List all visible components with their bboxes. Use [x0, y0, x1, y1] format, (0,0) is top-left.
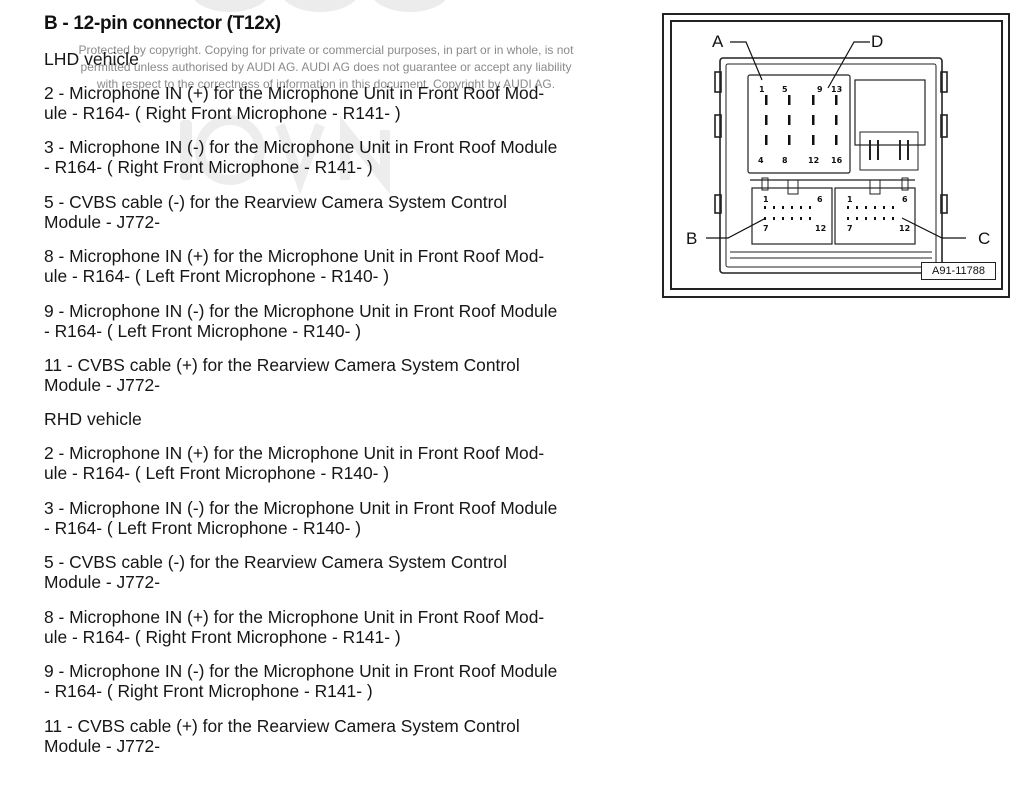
list-item: 2 - Microphone IN (+) for the Microphone… [44, 83, 624, 123]
item-line: 11 - CVBS cable (+) for the Rearview Cam… [44, 716, 520, 736]
item-line: - R164- ( Left Front Microphone - R140- … [44, 518, 362, 538]
list-item: 9 - Microphone IN (-) for the Microphone… [44, 661, 624, 701]
item-line: ule - R164- ( Left Front Microphone - R1… [44, 266, 390, 286]
item-line: ule - R164- ( Left Front Microphone - R1… [44, 463, 390, 483]
item-line: 8 - Microphone IN (+) for the Microphone… [44, 246, 545, 266]
rhd-heading: RHD vehicle [44, 409, 142, 429]
item-line: ule - R164- ( Right Front Microphone - R… [44, 627, 401, 647]
item-line: 5 - CVBS cable (-) for the Rearview Came… [44, 192, 507, 212]
pin-label: 5 [782, 85, 788, 94]
copyright-line: permitted unless authorised by AUDI AG. … [80, 60, 572, 74]
pin-label: 1 [847, 195, 853, 204]
item-line: 11 - CVBS cable (+) for the Rearview Cam… [44, 355, 520, 375]
connector-title: B - 12-pin connector (T12x) [44, 13, 281, 34]
copyright-notice: Protected by copyright. Copying for priv… [46, 42, 606, 93]
list-item: 3 - Microphone IN (-) for the Microphone… [44, 498, 624, 538]
item-line: Module - J772- [44, 375, 160, 395]
item-line: - R164- ( Right Front Microphone - R141-… [44, 157, 373, 177]
list-item: 3 - Microphone IN (-) for the Microphone… [44, 137, 624, 177]
callout-d-label: D [871, 32, 884, 51]
figure-outer-frame [662, 13, 1010, 298]
connector-diagram: 1 5 9 13 4 8 12 16 1 6 7 12 1 6 7 12 [706, 41, 966, 274]
item-line: 8 - Microphone IN (+) for the Microphone… [44, 607, 545, 627]
item-line: - R164- ( Left Front Microphone - R140- … [44, 321, 362, 341]
list-item: 2 - Microphone IN (+) for the Microphone… [44, 443, 624, 483]
pin-label: 12 [899, 224, 910, 233]
callout-a-label: A [712, 32, 724, 51]
pin-label: 16 [831, 156, 843, 165]
list-item: 5 - CVBS cable (-) for the Rearview Came… [44, 192, 624, 232]
item-line: ule - R164- ( Right Front Microphone - R… [44, 103, 401, 123]
list-item: 11 - CVBS cable (+) for the Rearview Cam… [44, 355, 624, 395]
pin-label: 4 [758, 156, 764, 165]
watermark-logo-icon [180, 0, 446, 195]
copyright-line: with respect to the correctness of infor… [96, 77, 556, 91]
pin-label: 7 [847, 224, 853, 233]
list-item: 11 - CVBS cable (+) for the Rearview Cam… [44, 716, 624, 756]
item-line: 5 - CVBS cable (-) for the Rearview Came… [44, 552, 507, 572]
list-item: 5 - CVBS cable (-) for the Rearview Came… [44, 552, 624, 592]
lhd-heading: LHD vehicle [44, 49, 139, 69]
pin-label: 12 [808, 156, 819, 165]
pin-label: 13 [831, 85, 842, 94]
list-item: 8 - Microphone IN (+) for the Microphone… [44, 246, 624, 286]
pin-label: 1 [763, 195, 769, 204]
item-line: 9 - Microphone IN (-) for the Microphone… [44, 661, 558, 681]
pin-label: 8 [782, 156, 788, 165]
item-line: Module - J772- [44, 736, 160, 756]
figure-reference-label: A91-11788 [921, 262, 996, 280]
item-line: - R164- ( Right Front Microphone - R141-… [44, 681, 373, 701]
pin-label: 6 [817, 195, 823, 204]
item-line: Module - J772- [44, 572, 160, 592]
pin-label: 1 [759, 85, 765, 94]
callout-b-label: B [686, 229, 698, 248]
figure-inner-frame [670, 20, 1003, 290]
pin-label: 9 [817, 85, 823, 94]
item-line: 3 - Microphone IN (-) for the Microphone… [44, 137, 558, 157]
pin-label: 6 [902, 195, 908, 204]
pin-label: 12 [815, 224, 826, 233]
callout-c-label: C [978, 229, 991, 248]
item-line: Module - J772- [44, 212, 160, 232]
pin-label: 7 [763, 224, 769, 233]
list-item: 9 - Microphone IN (-) for the Microphone… [44, 301, 624, 341]
item-line: 3 - Microphone IN (-) for the Microphone… [44, 498, 558, 518]
item-line: 2 - Microphone IN (+) for the Microphone… [44, 83, 545, 103]
item-line: 9 - Microphone IN (-) for the Microphone… [44, 301, 558, 321]
item-line: 2 - Microphone IN (+) for the Microphone… [44, 443, 545, 463]
list-item: 8 - Microphone IN (+) for the Microphone… [44, 607, 624, 647]
copyright-line: Protected by copyright. Copying for priv… [78, 43, 574, 57]
